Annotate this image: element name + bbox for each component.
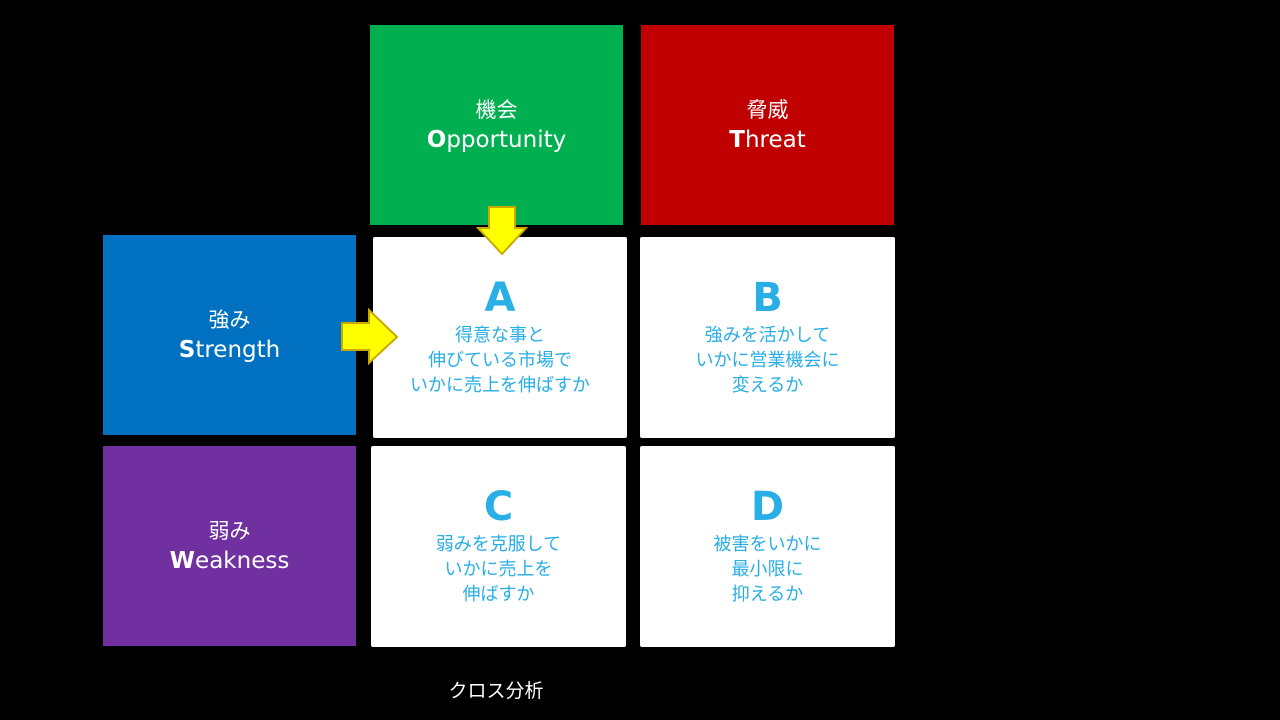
diagram-caption: クロス分析 [448,680,544,702]
cell-a-letter: A [484,275,516,321]
cell-c-line-3: 伸ばすか [462,584,535,605]
threat-jp-label: 脅威 [746,98,789,122]
opportunity-jp-label: 機会 [475,98,518,122]
cell-b-line-2: いかに営業機会に [695,350,840,371]
threat-header: 脅威 Threat [641,25,894,225]
cell-b: B 強みを活かして いかに営業機会に 変えるか [640,237,895,438]
threat-en-label: Threat [729,127,806,153]
arrow-right-icon [341,307,399,366]
cell-d: D 被害をいかに 最小限に 抑えるか [640,446,895,647]
strength-header: 強み Strength [103,235,356,435]
cell-d-line-1: 被害をいかに [713,534,822,555]
arrow-down-icon [475,206,529,256]
cell-d-line-3: 抑えるか [731,584,804,605]
opportunity-header: 機会 Opportunity [370,25,623,225]
weakness-jp-label: 弱み [208,519,251,543]
cell-a-line-2: 伸びている市場で [428,350,572,371]
cell-a-line-1: 得意な事と [455,325,545,346]
cell-d-line-2: 最小限に [731,559,804,580]
cell-a-line-3: いかに売上を伸ばすか [410,375,590,396]
weakness-header: 弱み Weakness [103,446,356,646]
strength-jp-label: 強み [208,308,251,332]
cell-d-letter: D [750,484,785,530]
strength-en-label: Strength [178,337,281,363]
cell-c-line-2: いかに売上を [444,559,553,580]
cell-c: C 弱みを克服して いかに売上を 伸ばすか [371,446,626,647]
cell-b-line-3: 変えるか [731,375,804,396]
cell-a: A 得意な事と 伸びている市場で いかに売上を伸ばすか [373,237,627,438]
opportunity-en-label: Opportunity [426,127,567,153]
cell-c-letter: C [483,484,514,530]
cell-b-letter: B [752,275,783,321]
cell-c-line-1: 弱みを克服して [435,534,562,555]
weakness-en-label: Weakness [169,548,290,574]
cell-b-line-1: 強みを活かして [704,325,831,346]
